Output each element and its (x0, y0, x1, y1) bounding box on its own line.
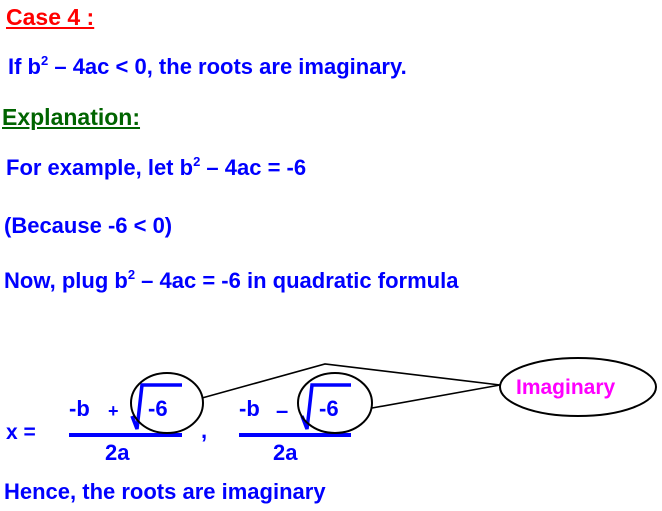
root1-numerator-b: -b (69, 396, 90, 421)
example-exponent: 2 (193, 154, 201, 169)
because-statement: (Because -6 < 0) (4, 213, 173, 238)
root2-radicand: -6 (319, 396, 339, 421)
condition-prefix: If b (8, 54, 41, 79)
example-statement: For example, let b2 – 4ac = -6 (6, 154, 307, 180)
root1-denominator: 2a (105, 440, 130, 465)
condition-exponent: 2 (41, 53, 49, 68)
condition-suffix: – 4ac < 0, the roots are imaginary. (48, 54, 407, 79)
plug-exponent: 2 (127, 267, 136, 282)
plug-prefix: Now, plug b (4, 268, 128, 293)
plug-statement: Now, plug b2 – 4ac = -6 in quadratic for… (4, 267, 459, 293)
formula-separator: , (201, 418, 208, 443)
explanation-heading: Explanation: (2, 104, 141, 130)
root1-fraction-bar (69, 433, 182, 437)
root1-radicand: -6 (148, 396, 168, 421)
plug-suffix: – 4ac = -6 in quadratic formula (135, 268, 459, 293)
callout-ellipse (499, 357, 657, 417)
connector-line-root1 (201, 363, 501, 399)
example-suffix: – 4ac = -6 (200, 155, 307, 180)
formula-lhs: x = (6, 421, 36, 444)
highlight-circle-root1 (130, 372, 204, 434)
callout-label: Imaginary (516, 376, 616, 399)
case-heading: Case 4 : (6, 4, 95, 30)
sqrt-icon (130, 383, 182, 430)
example-prefix: For example, let b (6, 155, 194, 180)
root2-operator: – (276, 398, 289, 423)
condition-statement: If b2 – 4ac < 0, the roots are imaginary… (8, 53, 407, 79)
sqrt-icon (300, 383, 351, 430)
root2-denominator: 2a (273, 440, 298, 465)
highlight-circle-root2 (297, 372, 373, 434)
conclusion-statement: Hence, the roots are imaginary (4, 479, 326, 504)
root1-operator: + (108, 401, 119, 421)
root2-fraction-bar (239, 433, 351, 437)
root2-numerator-b: -b (239, 396, 260, 421)
connector-line-root2 (371, 384, 501, 409)
